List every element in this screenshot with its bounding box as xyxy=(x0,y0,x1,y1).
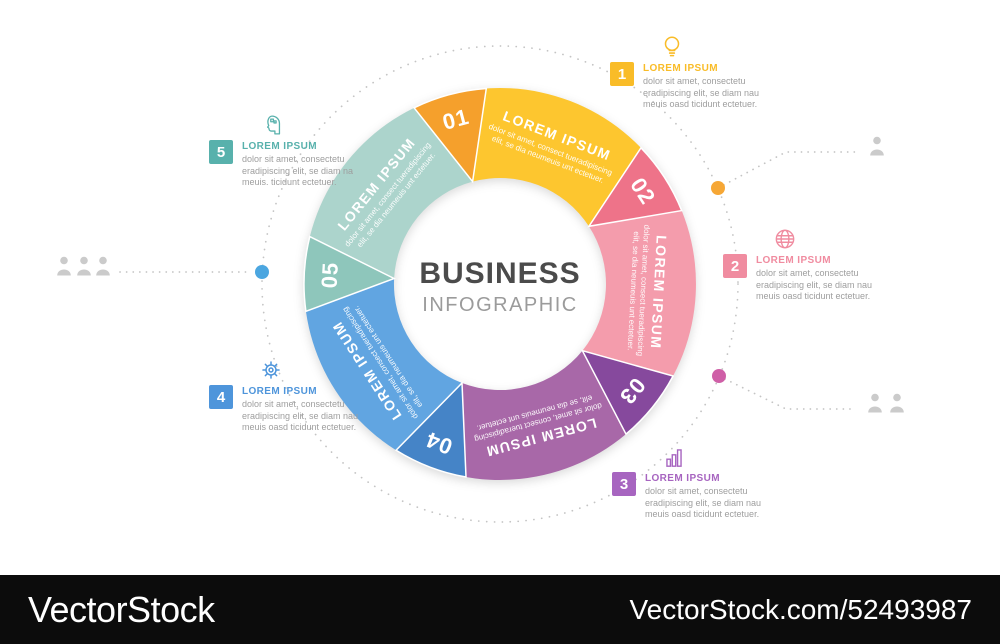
ring-segment-05 xyxy=(304,94,473,279)
ring-segment-03 xyxy=(429,350,653,480)
ring-segment-01 xyxy=(449,88,665,227)
vectorstock-logo-text: VectorStock xyxy=(28,588,215,630)
callout-body: dolor sit amet, consectetu eradipiscing … xyxy=(645,486,762,520)
person-icon xyxy=(57,256,71,276)
segment-number-05: 05 xyxy=(317,261,343,289)
person-icon xyxy=(77,256,91,276)
ring-wedge-02 xyxy=(587,146,683,228)
person-icon xyxy=(96,256,110,276)
watermark-url: VectorStock.com/52493987 xyxy=(629,593,972,625)
ring-wedge-05 xyxy=(303,235,396,313)
connector-line-top-right xyxy=(717,151,857,189)
lightbulb-icon xyxy=(659,34,685,60)
infographic-ring xyxy=(303,87,696,480)
infographic-svg: LOREM IPSUM dolor sit amet, consect tuer… xyxy=(57,45,904,523)
number-badge: 4 xyxy=(209,385,233,409)
connector-dot-top-right xyxy=(711,181,725,195)
callout-title: LOREM IPSUM xyxy=(645,473,720,484)
callout-5: 5 LOREM IPSUM dolor sit amet, consectetu… xyxy=(209,112,409,189)
ring-wedge-04 xyxy=(394,381,467,478)
callout-body: dolor sit amet, consectetu eradipiscing … xyxy=(242,154,354,188)
ring-segment-04 xyxy=(304,273,462,467)
callout-3: 3 LOREM IPSUM dolor sit amet, consectetu… xyxy=(612,444,812,521)
callout-2: 2 LOREM IPSUM dolor sit amet, consectetu… xyxy=(723,226,923,303)
segment-label-02: LOREM IPSUM dolor sit amet, consect tuer… xyxy=(626,224,670,356)
number-badge: 5 xyxy=(209,140,233,164)
callout-1: 1 LOREM IPSUM dolor sit amet, consectetu… xyxy=(610,34,810,111)
ring-wedge-01 xyxy=(412,87,488,184)
center-subtitle: INFOGRAPHIC xyxy=(422,294,577,316)
watermark-bar: VectorStock VectorStock.com/52493987 xyxy=(0,575,1000,644)
gear-icon xyxy=(258,357,284,383)
connector-dot-bottom-right xyxy=(712,369,726,383)
segment-title: LOREM IPSUM xyxy=(648,235,670,350)
callout-title: LOREM IPSUM xyxy=(643,63,718,74)
number-badge: 3 xyxy=(612,472,636,496)
callout-body: dolor sit amet, consectetu eradipiscing … xyxy=(242,399,359,433)
dotted-orbit-circle xyxy=(261,45,739,523)
head-idea-icon xyxy=(258,112,284,138)
center-title: BUSINESS xyxy=(419,257,580,290)
person-icon xyxy=(870,136,884,156)
number-badge: 1 xyxy=(610,62,634,86)
callout-title: LOREM IPSUM xyxy=(756,255,831,266)
ring-segment-02 xyxy=(582,177,696,408)
callout-4: 4 LOREM IPSUM dolor sit amet, consectetu… xyxy=(209,357,409,434)
person-icon xyxy=(890,393,904,413)
ring-wedge-03 xyxy=(580,349,675,436)
globe-icon xyxy=(772,226,798,252)
callout-body: dolor sit amet, consectetu eradipiscing … xyxy=(756,268,873,302)
callout-title: LOREM IPSUM xyxy=(242,141,317,152)
callout-title: LOREM IPSUM xyxy=(242,386,317,397)
person-icon xyxy=(868,393,882,413)
connector-dot-left xyxy=(255,265,269,279)
connector-line-bottom-right xyxy=(718,375,851,410)
callout-body: dolor sit amet, consectetu eradipiscing … xyxy=(643,76,760,110)
infographic-canvas: LOREM IPSUM dolor sit amet, consect tuer… xyxy=(57,45,904,523)
bar-chart-icon xyxy=(661,444,687,470)
number-badge: 2 xyxy=(723,254,747,278)
